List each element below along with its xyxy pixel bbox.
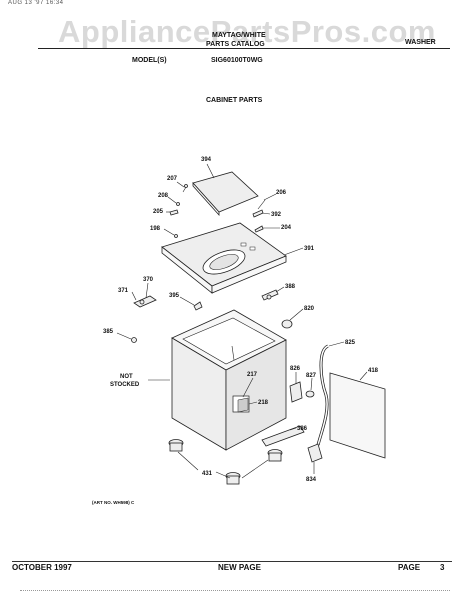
callout-820: 820 (304, 306, 315, 312)
watermark: AppliancePartsPros.com (58, 14, 436, 49)
side-panel-part (329, 372, 386, 459)
bracket-part (261, 289, 279, 301)
footer-page-number: 3 (440, 563, 445, 572)
callout-388: 388 (285, 284, 296, 290)
lid-part (192, 171, 259, 217)
callout-827: 827 (306, 373, 317, 379)
callout-395: 395 (169, 293, 180, 299)
footer-rule (12, 561, 452, 562)
footer-page-label: PAGE (398, 563, 421, 572)
leader-lines (116, 163, 368, 479)
hinge-part (133, 295, 157, 308)
footer-date: OCTOBER 1997 (12, 563, 72, 572)
callout-394: 394 (201, 157, 212, 163)
callout-826: 826 (290, 366, 301, 372)
clamp-part (307, 443, 323, 463)
model-value: SIG60100T0WG (211, 57, 263, 64)
grommet-827-part (305, 390, 315, 398)
appliance-label: WASHER (405, 39, 436, 46)
callout-204: 204 (281, 225, 292, 231)
callout-208: 208 (158, 193, 169, 199)
top-cover-part (161, 222, 287, 294)
callout-217: 217 (247, 372, 258, 378)
cabinet-body (171, 309, 287, 451)
callout-371: 371 (118, 288, 129, 294)
fastener-part (131, 337, 137, 343)
bottom-dotted-rule (20, 590, 450, 591)
bracket-826-part (289, 381, 303, 403)
callout-385: 385 (103, 329, 114, 335)
callout-198: 198 (150, 226, 161, 232)
callout-207: 207 (167, 176, 178, 182)
brand-label: MAYTAG/WHITE (212, 32, 266, 39)
callout-391: 391 (304, 246, 315, 252)
art-number: (ART NO. WH598) C (92, 500, 135, 505)
leveling-feet (168, 439, 283, 485)
fax-header-line: AUG 13 '97 16:34 (8, 0, 64, 6)
plug-part (281, 319, 293, 329)
callout-386: 386 (297, 426, 308, 432)
footer-status: NEW PAGE (218, 563, 261, 572)
small-fasteners (169, 184, 266, 238)
section-title: CABINET PARTS (206, 97, 263, 104)
callout-218: 218 (258, 400, 269, 406)
catalog-label: PARTS CATALOG (206, 41, 265, 48)
callout-205: 205 (153, 209, 164, 215)
hose-part (317, 345, 329, 446)
not-stocked-line-2: STOCKED (110, 382, 140, 388)
base-bracket-part (261, 425, 305, 447)
callout-392: 392 (271, 212, 282, 218)
callout-370: 370 (143, 277, 154, 283)
callout-825: 825 (345, 340, 356, 346)
callout-206: 206 (276, 190, 287, 196)
clip-part (193, 301, 203, 311)
header-rule (38, 48, 450, 49)
not-stocked-line-1: NOT (120, 374, 133, 380)
model-label: MODEL(S) (132, 57, 167, 64)
callout-834: 834 (306, 477, 317, 483)
callout-431: 431 (202, 471, 213, 477)
callout-418: 418 (368, 368, 379, 374)
